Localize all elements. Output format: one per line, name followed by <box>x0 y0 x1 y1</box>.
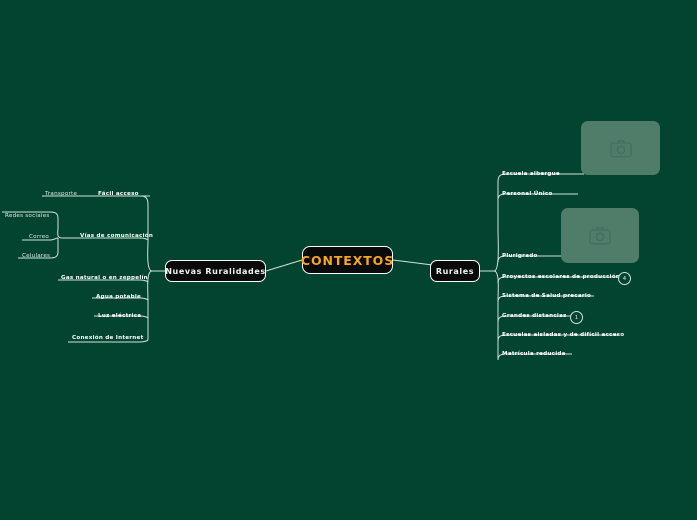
leaf-plurigrado[interactable]: Plurigrado <box>502 253 538 259</box>
node-rurales-label: Rurales <box>435 266 475 276</box>
camera-icon <box>589 226 611 245</box>
leaf-personal-unico[interactable]: Personal Único <box>502 191 553 197</box>
leaf-facil-acceso[interactable]: Fácil acceso <box>98 191 139 197</box>
camera-icon <box>609 139 632 157</box>
leaf-escuelas-aisladas[interactable]: Escuelas aisladas y de difícil acceso <box>502 332 625 338</box>
leaf-redes-sociales[interactable]: Redes sociales <box>5 213 50 219</box>
leaf-matricula-reducida[interactable]: Matrícula reducida <box>502 351 566 357</box>
badge-proyectos-count[interactable]: 4 <box>618 272 631 285</box>
leaf-agua-potable[interactable]: Agua potable <box>96 294 142 300</box>
leaf-vias-de-comunicacion[interactable]: Vías de comunicación <box>80 233 154 239</box>
node-nuevas-ruralidades-label: Nuevas Ruralidades <box>165 266 266 276</box>
leaf-transporte[interactable]: Transporte <box>45 191 78 197</box>
escuela-albergue-photo[interactable] <box>581 121 660 175</box>
leaf-correo[interactable]: Correo <box>29 234 50 240</box>
node-rurales[interactable]: Rurales <box>430 260 480 282</box>
leaf-escuela-albergue[interactable]: Escuela albergue <box>502 171 560 177</box>
badge-grandes-distancias-count[interactable]: 1 <box>570 311 583 324</box>
node-nuevas-ruralidades[interactable]: Nuevas Ruralidades <box>165 260 266 282</box>
node-contextos[interactable]: CONTEXTOS <box>300 246 395 274</box>
leaf-proyectos-escolares-de-produccion[interactable]: Proyectos escolares de producción <box>502 274 621 280</box>
node-contextos-label: CONTEXTOS <box>300 252 395 268</box>
leaf-gas-natural[interactable]: Gas natural o en zeppelín <box>61 275 148 281</box>
leaf-conexion-internet[interactable]: Conexión de Internet <box>72 335 144 341</box>
plurigrado-photo[interactable] <box>561 208 639 263</box>
leaf-sistema-de-salud-precario[interactable]: Sistema de Salud precario <box>502 293 592 299</box>
leaf-celulares[interactable]: Celulares <box>22 253 51 259</box>
leaf-luz-electrica[interactable]: Luz eléctrica <box>98 313 142 319</box>
leaf-grandes-distancias[interactable]: Grandes distancias <box>502 313 567 319</box>
